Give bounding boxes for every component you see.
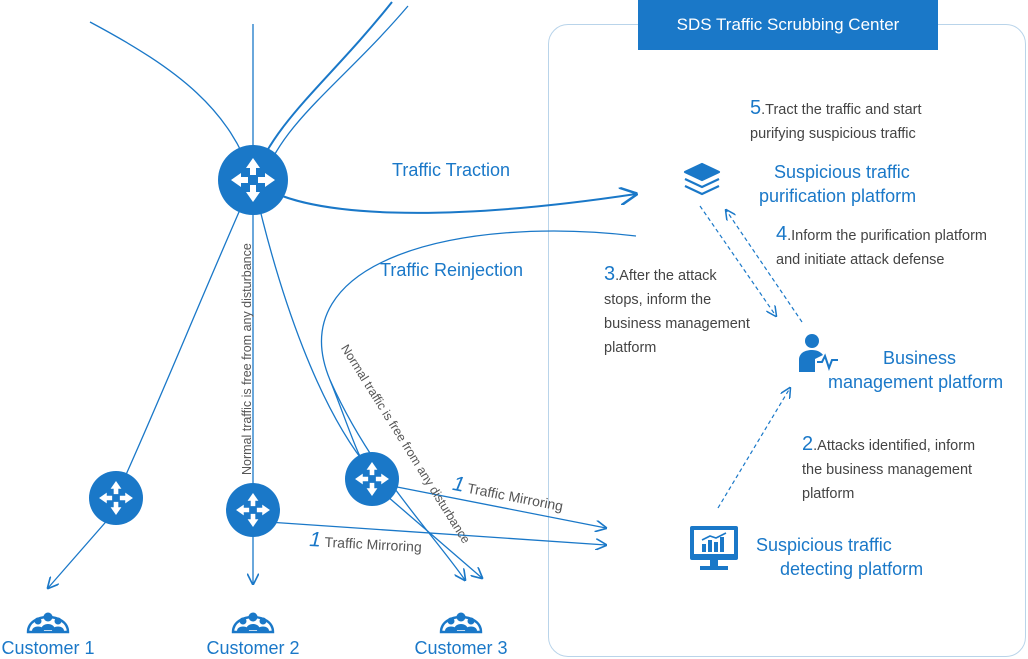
traction-curve [252, 179, 636, 214]
mirroring-line-1 [267, 521, 606, 545]
traffic-traction-label: Traffic Traction [392, 160, 511, 180]
customer-group-icon [439, 612, 483, 634]
mirroring-line-2 [391, 485, 606, 528]
step-number: 2 [802, 433, 814, 455]
step-text: the business management [802, 462, 973, 478]
customer-3-label: Customer 3 [414, 638, 508, 658]
reinjection-curve [321, 230, 637, 471]
customer-group-icon [231, 612, 275, 634]
step-5: 5.Tract the traffic and start purifying … [750, 96, 922, 146]
step-number: 4 [776, 223, 788, 245]
step-text: platform [604, 340, 657, 356]
step-4: 4.Inform the purification platform and i… [776, 222, 987, 272]
reinjection-down [329, 379, 465, 580]
upstream-curve-right-2 [264, 5, 409, 176]
step-text: and initiate attack defense [776, 252, 945, 268]
mirroring-step-number: 1 [308, 528, 322, 552]
detecting-line-2: detecting platform [780, 559, 924, 579]
step-text: stops, inform the [604, 292, 712, 308]
business-line-1: Business [883, 348, 957, 368]
router-icon [89, 471, 143, 525]
detecting-platform-label: Suspicious traffic detecting platform [756, 533, 923, 581]
to-customer-3 [379, 489, 482, 578]
customer-group-icon [26, 612, 70, 634]
down-to-router-3 [252, 179, 371, 471]
monitor-chart-icon [690, 526, 738, 570]
scrubbing-center-title: SDS Traffic Scrubbing Center [638, 0, 938, 50]
router-icon [218, 145, 288, 215]
normal-traffic-label-vertical: Normal traffic is free from any disturba… [240, 243, 254, 475]
step-text: business management [604, 316, 750, 332]
business-line-2: management platform [828, 372, 1004, 392]
step-text: .Attacks identified, inform [813, 438, 976, 454]
purification-line-2: purification platform [759, 186, 917, 206]
customer-1-label: Customer 1 [1, 638, 95, 658]
step-text: .Tract the traffic and start [761, 102, 922, 118]
detect-to-business [717, 388, 790, 509]
router-icon [226, 483, 280, 537]
router-icon [345, 452, 399, 506]
down-to-router-1 [119, 179, 254, 489]
business-to-purification [726, 210, 803, 323]
step-number: 3 [604, 263, 616, 285]
traffic-reinjection-label: Traffic Reinjection [380, 260, 524, 280]
step-number: 5 [750, 97, 762, 119]
step-text: platform [802, 486, 855, 502]
mirroring-text: Traffic Mirroring [324, 533, 423, 555]
purification-line-1: Suspicious traffic [774, 162, 910, 182]
purification-to-business [699, 205, 776, 316]
step-2: 2.Attacks identified, inform the busines… [802, 432, 975, 506]
step-3: 3.After the attack stops, inform the bus… [604, 262, 750, 360]
operator-icon [799, 334, 838, 372]
customer-2-label: Customer 2 [206, 638, 300, 658]
step-text: .Inform the purification platform [787, 228, 987, 244]
layers-icon [683, 162, 721, 196]
step-text: purifying suspicious traffic [750, 126, 916, 142]
step-text: .After the attack [615, 268, 717, 284]
purification-platform-label: Suspicious traffic purification platform [759, 160, 916, 208]
detecting-line-1: Suspicious traffic [756, 535, 892, 555]
business-platform-label: Business management platform [828, 346, 1018, 394]
